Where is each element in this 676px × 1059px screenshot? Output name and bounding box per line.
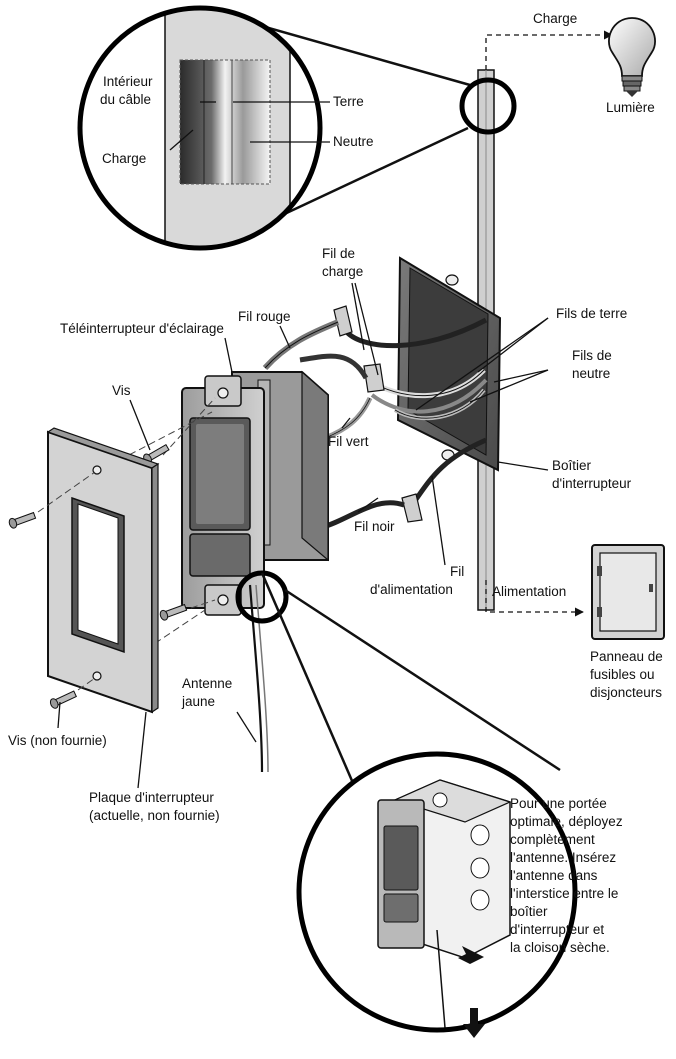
instruction-line: l'antenne. Insérez xyxy=(510,850,616,865)
fil-vert-label: Fil vert xyxy=(328,434,369,449)
panneau-label-2: fusibles ou xyxy=(590,667,655,682)
instruction-line: d'interrupteur et xyxy=(510,922,604,937)
plaque-label-2: (actuelle, non fournie) xyxy=(89,808,220,823)
charge-cable-label: Charge xyxy=(102,151,146,166)
boitier-label-2: d'interrupteur xyxy=(552,476,632,491)
alimentation-label: Alimentation xyxy=(492,584,566,599)
insert-arrow-icon xyxy=(458,946,484,964)
vis-label: Vis xyxy=(112,383,131,398)
instruction-line: Pour une portée xyxy=(510,796,607,811)
smart-switch xyxy=(181,319,405,773)
fil-de-charge-label-2: charge xyxy=(322,264,363,279)
charge-arrow xyxy=(485,30,613,70)
device-screws xyxy=(143,397,216,621)
fil-de-charge-label-1: Fil de xyxy=(322,246,355,261)
cable-interior-magnifier xyxy=(77,5,517,251)
neutre-label: Neutre xyxy=(333,134,374,149)
alimentation-arrow xyxy=(485,580,584,617)
plaque-label-1: Plaque d'interrupteur xyxy=(89,790,214,805)
fil-rouge-label: Fil rouge xyxy=(238,309,291,324)
antenne-label-1: Antenne xyxy=(182,676,232,691)
antenne-label-2: jaune xyxy=(181,694,215,709)
boitier-label-1: Boîtier xyxy=(552,458,592,473)
instruction-line: l'interstice entre le xyxy=(510,886,618,901)
leader-lines xyxy=(57,101,549,789)
fils-de-terre-label: Fils de terre xyxy=(556,306,627,321)
interieur-cable-label-2: du câble xyxy=(100,92,151,107)
fils-de-neutre-label-2: neutre xyxy=(572,366,610,381)
fils-de-neutre-label-1: Fils de xyxy=(572,348,612,363)
antenna-instruction: Pour une portée optimale, déployez compl… xyxy=(510,796,623,955)
vis-non-fournie-label: Vis (non fournie) xyxy=(8,733,107,748)
teleinterrupteur-label: Téléinterrupteur d'éclairage xyxy=(60,321,224,336)
lumiere-label: Lumière xyxy=(606,100,655,115)
wire-nuts xyxy=(333,305,423,523)
bulb-icon xyxy=(608,17,656,97)
terre-label: Terre xyxy=(333,94,364,109)
panneau-label-1: Panneau de xyxy=(590,649,663,664)
charge-top-label: Charge xyxy=(533,11,577,26)
fil-alimentation-label-1: Fil xyxy=(450,564,464,579)
instruction-line: complètement xyxy=(510,832,595,847)
fil-alimentation-label-2: d'alimentation xyxy=(370,582,453,597)
instruction-line: boîtier xyxy=(510,904,548,919)
interieur-cable-label-1: Intérieur xyxy=(103,74,153,89)
wall-plate xyxy=(46,411,213,714)
cable-zoom-circle xyxy=(459,77,517,135)
instruction-line: optimale, déployez xyxy=(510,814,623,829)
fil-noir-label: Fil noir xyxy=(354,519,395,534)
antenna-detail-magnifier xyxy=(260,572,578,1038)
panneau-label-3: disjoncteurs xyxy=(590,685,662,700)
instruction-line: la cloison sèche. xyxy=(510,940,610,955)
box-wires xyxy=(343,317,488,507)
down-arrow-icon xyxy=(463,1008,485,1038)
instruction-line: l'antenne dans xyxy=(510,868,598,883)
plate-screws xyxy=(8,471,96,709)
fuse-panel-icon xyxy=(591,544,665,640)
